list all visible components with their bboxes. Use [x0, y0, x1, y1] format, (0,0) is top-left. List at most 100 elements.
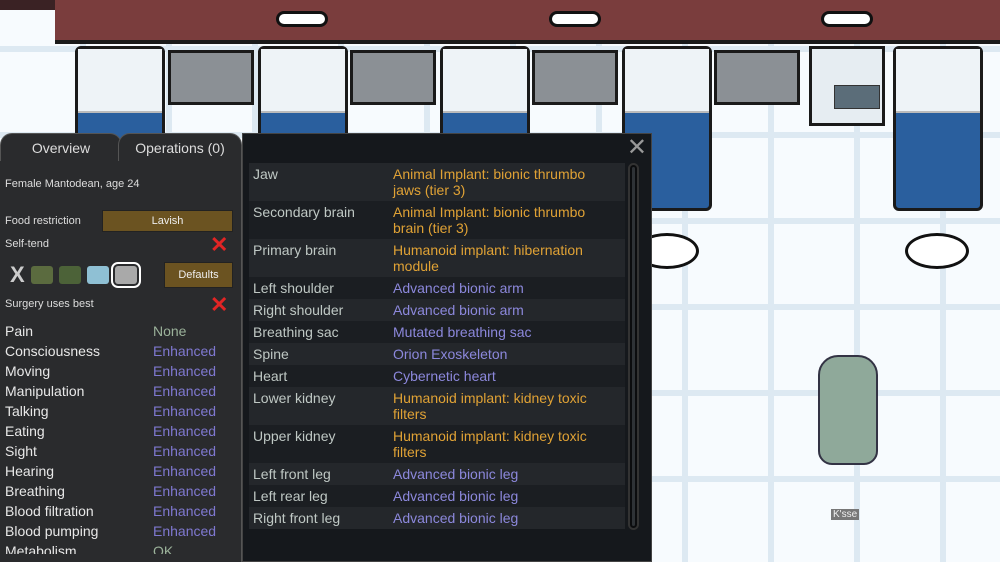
industrial-medicine-icon[interactable] — [86, 266, 109, 284]
body-part: Heart — [253, 368, 288, 384]
body-part: Left shoulder — [253, 280, 334, 296]
hediff-row[interactable]: Left front leg Advanced bionic leg — [249, 463, 625, 485]
capacity-value: Enhanced — [153, 383, 217, 399]
capacity-value: Enhanced — [153, 363, 217, 379]
hediff-row[interactable]: Left rear leg Advanced bionic leg — [249, 485, 625, 507]
surgery-uses-best-label: Surgery uses best — [5, 298, 94, 310]
medical-care-selector: X — [10, 262, 141, 288]
hediff-row[interactable]: Primary brain Humanoid implant: hibernati… — [249, 239, 625, 277]
implant-name: Animal Implant: bionic thrumbo brain (ti… — [393, 204, 586, 236]
glitterworld-medicine-icon[interactable] — [110, 262, 141, 288]
implant-name: Mutated breathing sac — [393, 324, 532, 340]
body-part: Spine — [253, 346, 289, 362]
defaults-button[interactable]: Defaults — [164, 262, 233, 288]
tab-operations[interactable]: Operations (0) — [118, 133, 242, 164]
body-part: Upper kidney — [253, 428, 336, 444]
health-panel: ✕ Jaw Animal Implant: bionic thrumbo jaws… — [242, 133, 652, 562]
capacity-name: Manipulation — [5, 383, 85, 399]
capacity-name: Moving — [5, 363, 51, 379]
capacity-row[interactable]: Moving Enhanced — [5, 361, 235, 381]
capacity-name: Pain — [5, 323, 34, 339]
capacity-row[interactable]: Consciousness Enhanced — [5, 341, 235, 361]
capacity-name: Consciousness — [5, 343, 100, 359]
food-restriction-label: Food restriction — [5, 215, 81, 227]
no-care-icon[interactable]: X — [10, 262, 25, 287]
capacity-value: None — [153, 323, 187, 339]
capacity-row[interactable]: Breathing Enhanced — [5, 481, 235, 501]
capacity-value: Enhanced — [153, 503, 217, 519]
capacity-value: OK — [153, 543, 174, 554]
hediff-row[interactable]: Breathing sac Mutated breathing sac — [249, 321, 625, 343]
surgery-toggle-x-icon[interactable]: ✕ — [210, 292, 229, 317]
body-part: Jaw — [253, 166, 278, 182]
implant-name: Orion Exoskeleton — [393, 346, 508, 362]
hediff-list: Jaw Animal Implant: bionic thrumbo jaws (… — [249, 163, 625, 529]
body-part: Left rear leg — [253, 488, 328, 504]
capacity-name: Breathing — [5, 483, 65, 499]
implant-name: Humanoid implant: kidney toxic filters — [393, 428, 587, 460]
implant-name: Advanced bionic leg — [393, 466, 519, 482]
capacity-name: Eating — [5, 423, 45, 439]
capacity-name: Blood pumping — [5, 523, 99, 539]
body-part: Right front leg — [253, 510, 341, 526]
body-part: Right shoulder — [253, 302, 344, 318]
pawn-description: Female Mantodean, age 24 — [5, 178, 140, 190]
surgery-tray[interactable] — [168, 50, 254, 105]
body-part: Left front leg — [253, 466, 331, 482]
capacity-row[interactable]: Metabolism OK — [5, 541, 235, 554]
ceiling-lamp — [276, 11, 328, 27]
implant-name: Advanced bionic arm — [393, 280, 524, 296]
hospital-bed[interactable] — [893, 46, 983, 211]
stool[interactable] — [905, 233, 969, 269]
vitals-monitor[interactable] — [809, 46, 885, 126]
capacity-row[interactable]: Manipulation Enhanced — [5, 381, 235, 401]
self-tend-toggle-x-icon[interactable]: ✕ — [210, 232, 229, 257]
surgery-tray[interactable] — [350, 50, 436, 105]
pawn-label: K'sse — [831, 509, 860, 520]
scrollbar[interactable] — [628, 163, 639, 530]
implant-name: Animal Implant: bionic thrumbo jaws (tie… — [393, 166, 586, 198]
hediff-row[interactable]: Upper kidney Humanoid implant: kidney tox… — [249, 425, 625, 463]
surgery-tray[interactable] — [714, 50, 800, 105]
body-part: Breathing sac — [253, 324, 339, 340]
hediff-row[interactable]: Right shoulder Advanced bionic arm — [249, 299, 625, 321]
close-icon[interactable]: ✕ — [626, 134, 647, 161]
ceiling-lamp — [821, 11, 873, 27]
capacity-value: Enhanced — [153, 343, 217, 359]
body-part: Lower kidney — [253, 390, 336, 406]
hediff-row[interactable]: Jaw Animal Implant: bionic thrumbo jaws (… — [249, 163, 625, 201]
implant-name: Advanced bionic leg — [393, 488, 519, 504]
hediff-row[interactable]: Left shoulder Advanced bionic arm — [249, 277, 625, 299]
surgery-tray[interactable] — [532, 50, 618, 105]
tab-overview[interactable]: Overview — [0, 133, 122, 164]
capacity-value: Enhanced — [153, 523, 217, 539]
implant-name: Humanoid implant: hibernation module — [393, 242, 583, 274]
food-restriction-button[interactable]: Lavish — [102, 210, 233, 232]
hediff-row[interactable]: Secondary brain Animal Implant: bionic th… — [249, 201, 625, 239]
capacity-value: Enhanced — [153, 483, 217, 499]
body-part: Secondary brain — [253, 204, 355, 220]
pawn-mantodean[interactable] — [818, 355, 878, 465]
capacity-name: Sight — [5, 443, 37, 459]
hediff-row[interactable]: Lower kidney Humanoid implant: kidney tox… — [249, 387, 625, 425]
ceiling-lamp — [549, 11, 601, 27]
capacity-row[interactable]: Pain None — [5, 321, 235, 341]
hediff-row[interactable]: Heart Cybernetic heart — [249, 365, 625, 387]
body-part: Primary brain — [253, 242, 337, 258]
herbal-medicine-icon[interactable] — [58, 266, 81, 284]
implant-name: Cybernetic heart — [393, 368, 496, 384]
implant-name: Advanced bionic arm — [393, 302, 524, 318]
no-meds-icon[interactable] — [30, 266, 53, 284]
capacity-name: Metabolism — [5, 543, 77, 554]
hediff-row[interactable]: Spine Orion Exoskeleton — [249, 343, 625, 365]
implant-name: Humanoid implant: kidney toxic filters — [393, 390, 587, 422]
capacity-name: Talking — [5, 403, 49, 419]
capacity-row[interactable]: Blood pumping Enhanced — [5, 521, 235, 541]
